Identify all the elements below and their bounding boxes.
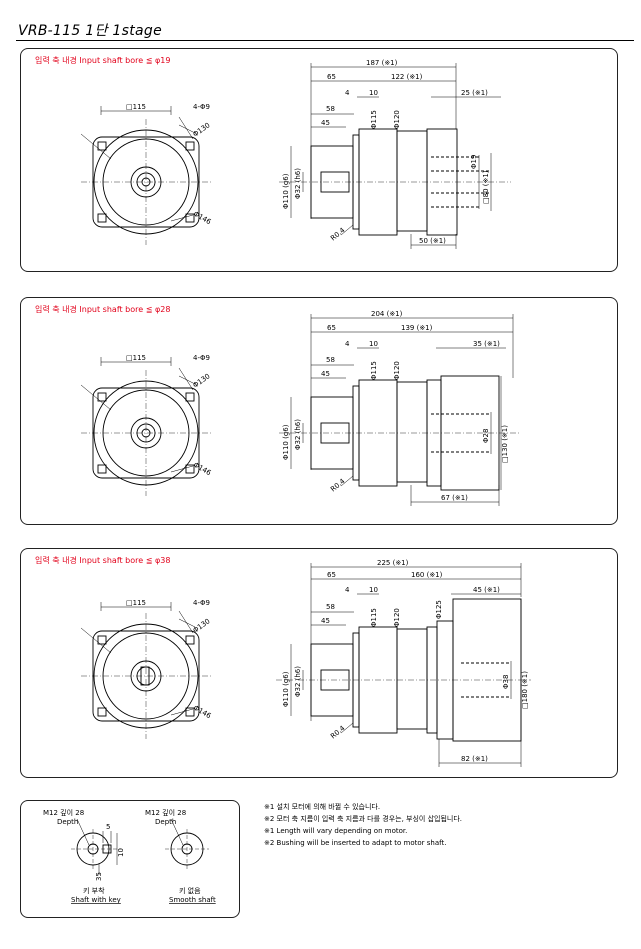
front-square-label: □115: [126, 599, 146, 607]
dim-4: 4: [345, 89, 350, 97]
dim-45: 45: [321, 370, 330, 378]
dim-dia32: Φ32 (h6): [294, 419, 302, 450]
dim-58: 58: [326, 603, 335, 611]
dim-total: 225 (※1): [377, 559, 409, 567]
dim-dia32: Φ32 (h6): [294, 666, 302, 697]
dim-r04: R0.4: [329, 724, 347, 741]
dim-bore: Φ38: [502, 675, 510, 689]
dim-58: 58: [326, 105, 335, 113]
right-thread-label: M12 깊이 28: [145, 808, 186, 817]
front-view: [80, 357, 211, 496]
right-caption-en: Smooth shaft: [169, 896, 216, 904]
dim-flange: □130 (※1): [501, 425, 509, 463]
key-dim-35: 35: [95, 872, 103, 881]
dim-160: 160 (※1): [411, 571, 443, 579]
dim-dia115: Φ115: [370, 608, 378, 627]
dim-dia110: Φ110 (g6): [282, 424, 290, 460]
front-view: [80, 602, 211, 739]
dim-dia120: Φ120: [393, 608, 401, 627]
front-outer-label: Φ146: [192, 704, 213, 721]
dim-total: 187 (※1): [366, 59, 398, 67]
dim-25: 25 (※1): [461, 89, 488, 97]
dim-flange: □80 (※1): [482, 170, 490, 204]
note-3: ※1 Length will vary depending on motor.: [264, 827, 408, 835]
dim-dia120: Φ120: [393, 110, 401, 129]
smooth-shaft: [165, 818, 209, 871]
dim-dia125: Φ125: [435, 600, 443, 619]
dim-35: 35 (※1): [473, 340, 500, 348]
notes: ※1 설치 모터에 의해 바뀔 수 있습니다. ※2 모터 축 지름이 입력 축…: [264, 801, 462, 849]
side-view: [279, 63, 511, 249]
dim-r04: R0.4: [329, 226, 347, 243]
dim-122: 122 (※1): [391, 73, 423, 81]
dim-dia110: Φ110 (g6): [282, 173, 290, 209]
shaft-detail-panel: M12 깊이 28 Depth M12 깊이 28 Depth 5 10 35 …: [20, 800, 240, 918]
left-caption-en: Shaft with key: [71, 896, 121, 904]
dim-length: 50 (※1): [419, 237, 446, 245]
shaft-detail-svg: M12 깊이 28 Depth M12 깊이 28 Depth 5 10 35 …: [43, 808, 216, 904]
front-square-label: □115: [126, 103, 146, 111]
key-dim-5: 5: [106, 823, 110, 831]
note-4: ※2 Bushing will be inserted to adapt to …: [264, 839, 447, 847]
drawing-svg: □115 4-Φ9 Φ130 Φ146: [80, 59, 511, 249]
title-underline: [16, 40, 634, 41]
panel-caption: 입력 축 내경 Input shaft bore ≦ φ19: [35, 56, 171, 65]
key-dim-10: 10: [117, 848, 125, 857]
page-title: VRB-115 1단 1stage: [18, 23, 162, 39]
drawing-panel-3: 입력 축 내경 Input shaft bore ≦ φ38 □115 4-Φ9…: [20, 548, 618, 778]
front-outer-label: Φ146: [192, 461, 213, 478]
dim-58: 58: [326, 356, 335, 364]
front-holes-label: 4-Φ9: [193, 103, 210, 111]
front-holes-label: 4-Φ9: [193, 599, 210, 607]
dim-bore: Φ19: [470, 155, 478, 169]
dim-dia115: Φ115: [370, 361, 378, 380]
front-view: [80, 106, 211, 245]
dim-10: 10: [369, 586, 378, 594]
panel-caption: 입력 축 내경 Input shaft bore ≦ φ38: [35, 556, 171, 565]
left-caption-kr: 키 부착: [83, 886, 105, 895]
dim-r04: R0.4: [329, 477, 347, 494]
dim-4: 4: [345, 586, 350, 594]
dim-45r: 45 (※1): [473, 586, 500, 594]
drawing-svg: □115 4-Φ9 Φ130 Φ146: [80, 310, 519, 506]
dim-dia115: Φ115: [370, 110, 378, 129]
dim-dia110: Φ110 (g6): [282, 671, 290, 707]
shaft-with-key: [71, 818, 121, 875]
dim-139: 139 (※1): [401, 324, 433, 332]
dim-65: 65: [327, 73, 336, 81]
panel-caption: 입력 축 내경 Input shaft bore ≦ φ28: [35, 305, 171, 314]
dim-dia32: Φ32 (h6): [294, 168, 302, 199]
left-depth-label: Depth: [57, 818, 78, 826]
dim-flange: □180 (※1): [521, 671, 529, 709]
side-view: [279, 314, 519, 506]
front-outer-label: Φ146: [192, 210, 213, 227]
drawing-panel-2: 입력 축 내경 Input shaft bore ≦ φ28 □115 4-Φ9…: [20, 297, 618, 525]
front-pcd-label: Φ130: [192, 617, 212, 634]
dim-total: 204 (※1): [371, 310, 403, 318]
drawing-svg: □115 4-Φ9 Φ130 Φ146: [80, 559, 531, 767]
dim-10: 10: [369, 89, 378, 97]
right-caption-kr: 키 없음: [179, 886, 201, 895]
dim-45: 45: [321, 617, 330, 625]
note-2: ※2 모터 축 지름이 입력 축 지름과 다를 경우는, 부싱이 삽입됩니다.: [264, 815, 463, 823]
dim-bore: Φ28: [482, 429, 490, 443]
front-pcd-label: Φ130: [192, 121, 212, 138]
left-thread-label: M12 깊이 28: [43, 808, 84, 817]
front-holes-label: 4-Φ9: [193, 354, 210, 362]
right-depth-label: Depth: [155, 818, 176, 826]
front-square-label: □115: [126, 354, 146, 362]
note-1: ※1 설치 모터에 의해 바뀔 수 있습니다.: [264, 803, 381, 811]
dim-65: 65: [327, 324, 336, 332]
side-view: [276, 563, 531, 767]
dim-10: 10: [369, 340, 378, 348]
drawing-panel-1: 입력 축 내경 Input shaft bore ≦ φ19 □115 4-Φ9…: [20, 48, 618, 272]
dim-4: 4: [345, 340, 350, 348]
dim-length: 67 (※1): [441, 494, 468, 502]
front-pcd-label: Φ130: [192, 372, 212, 389]
dim-65: 65: [327, 571, 336, 579]
dim-45: 45: [321, 119, 330, 127]
dim-length: 82 (※1): [461, 755, 488, 763]
dim-dia120: Φ120: [393, 361, 401, 380]
